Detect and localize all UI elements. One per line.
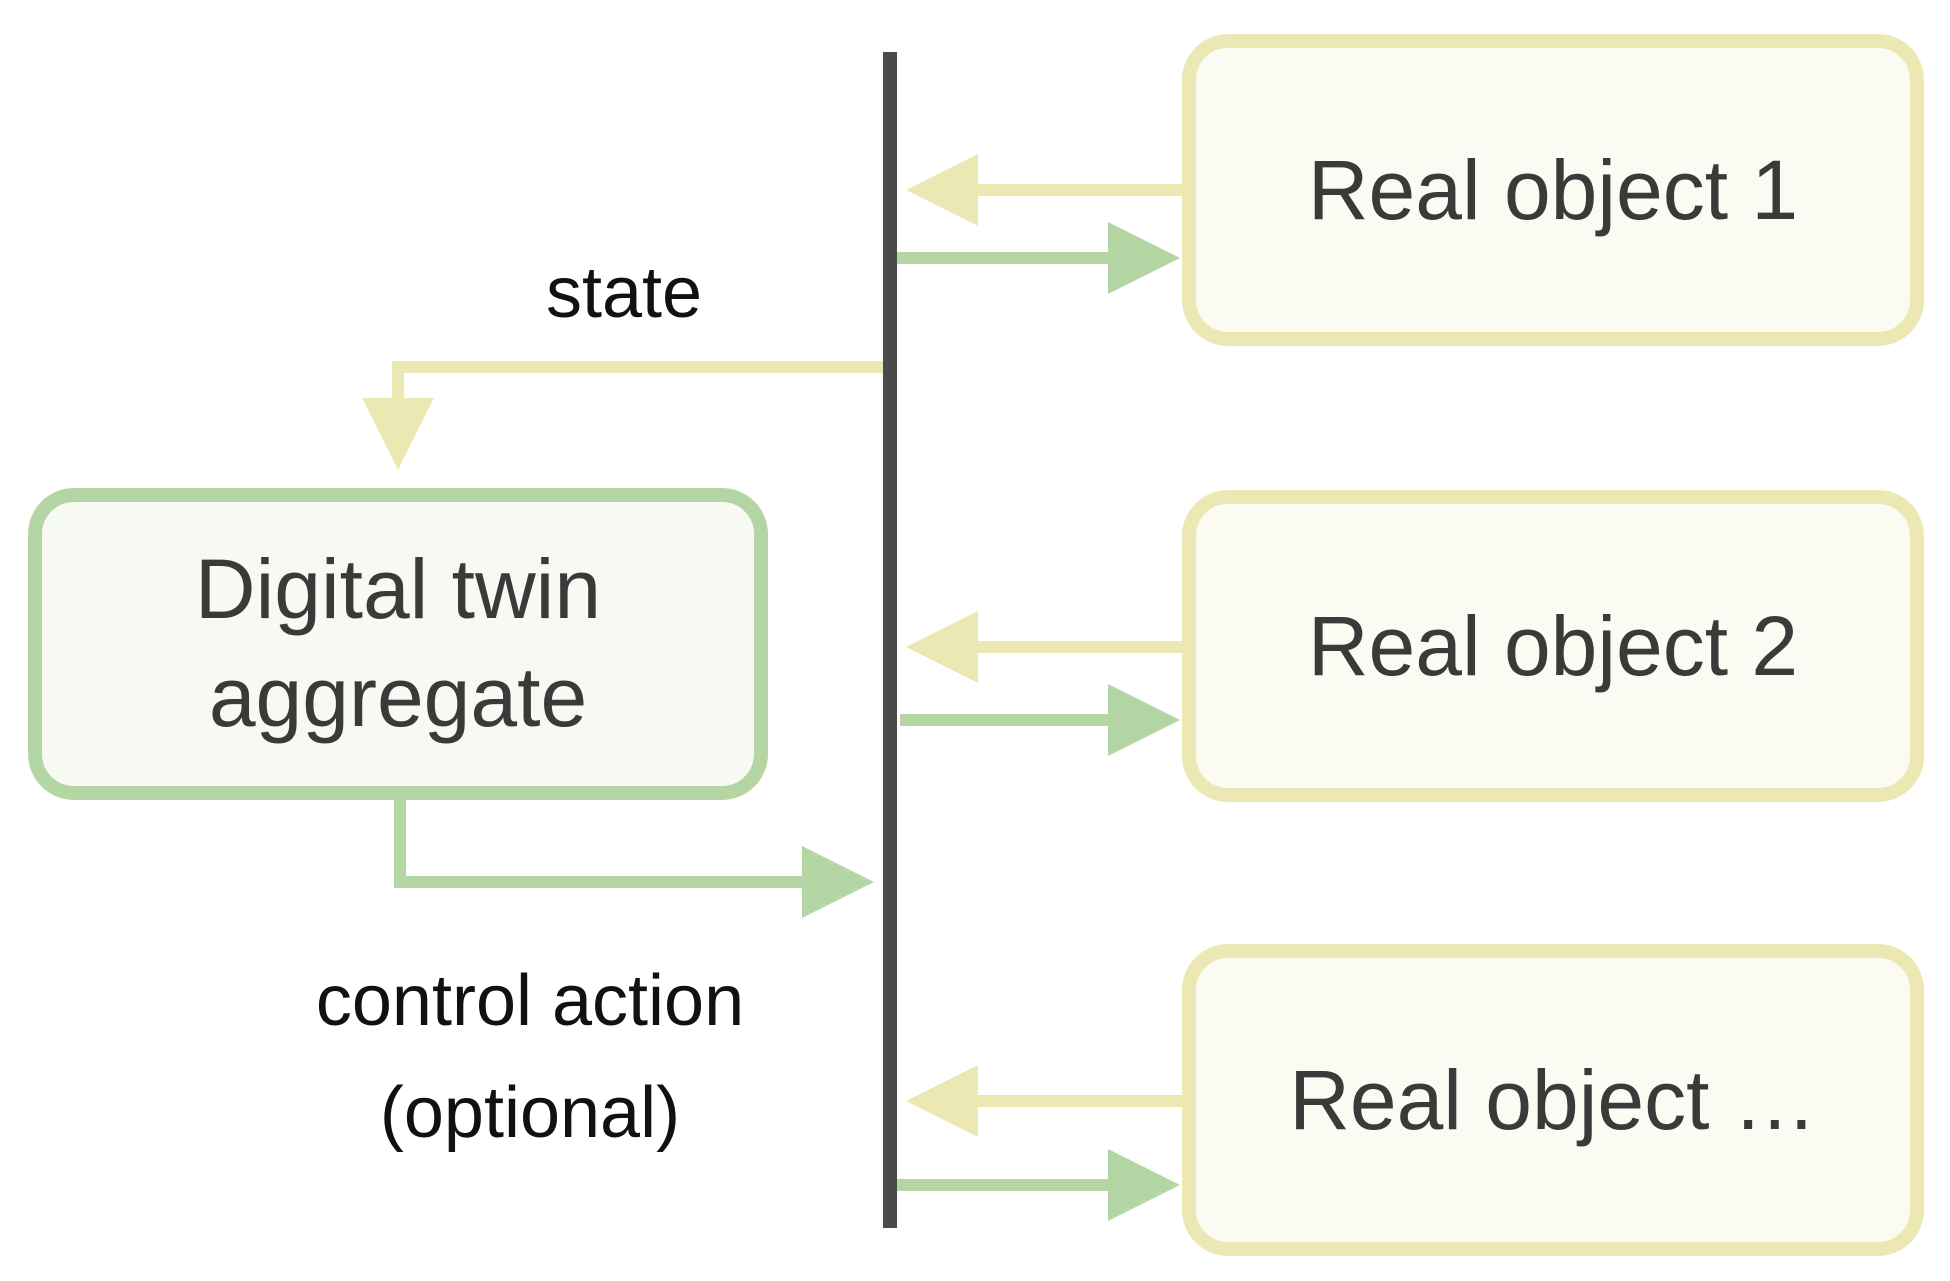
twin-box-line2: aggregate	[208, 650, 588, 744]
real-object-1-label: Real object 1	[1307, 142, 1799, 237]
real-object-2-box: Real object 2	[1182, 490, 1924, 802]
real-object-n-label: Real object …	[1289, 1052, 1817, 1147]
real-object-n-box: Real object …	[1182, 944, 1924, 1256]
control-action-label: control action (optional)	[240, 946, 820, 1169]
digital-twin-aggregate-box: Digital twin aggregate	[28, 488, 768, 800]
state-label: state	[546, 253, 703, 333]
control-action-label-line2: (optional)	[379, 1072, 681, 1153]
real-object-2-label: Real object 2	[1307, 598, 1799, 693]
control-action-label-line1: control action	[315, 961, 745, 1041]
control-action-arrow	[394, 800, 874, 918]
real-object-1-box: Real object 1	[1182, 34, 1924, 346]
twin-box-line1: Digital twin	[194, 542, 602, 637]
state-arrow-to-twin	[362, 361, 883, 470]
